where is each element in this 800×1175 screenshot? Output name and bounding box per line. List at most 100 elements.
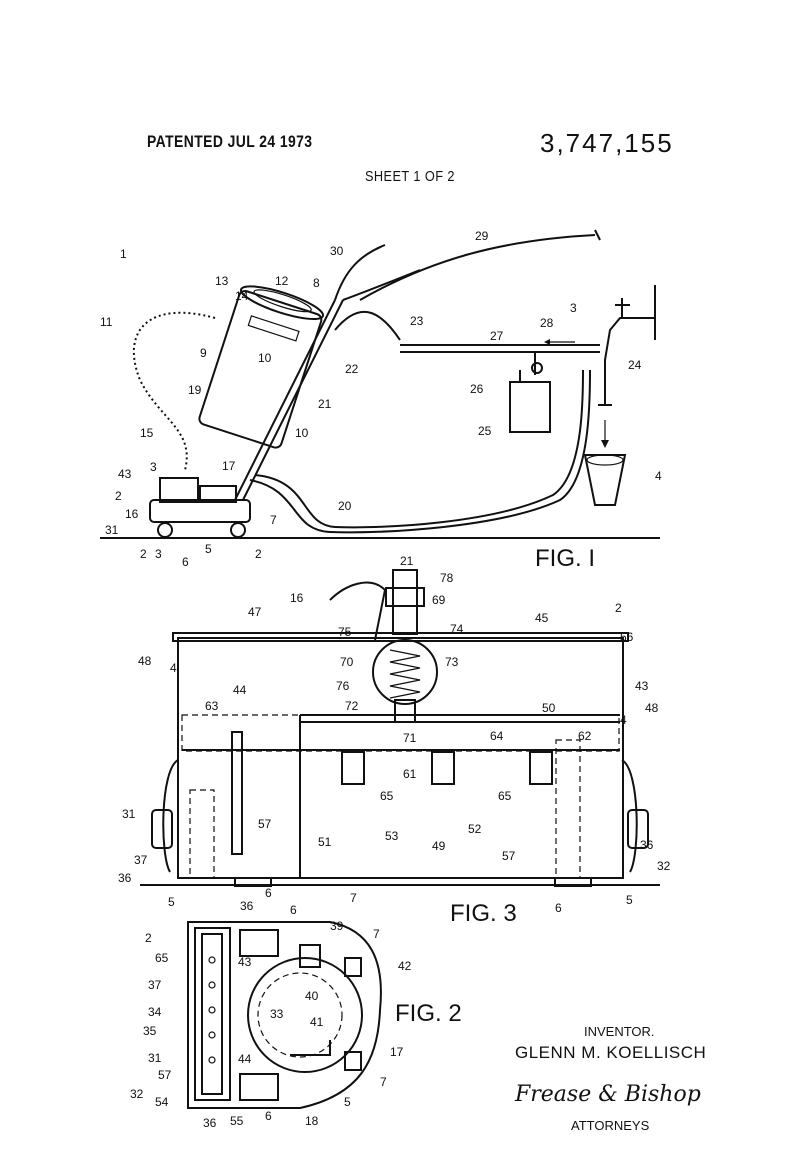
fig2-ref: 18 (305, 1114, 319, 1128)
fig3-ref: 4 (170, 661, 177, 675)
fig3-ref: 69 (432, 593, 446, 607)
fig3-ref: 47 (248, 605, 262, 619)
fig1-ref: 2 (115, 489, 122, 503)
fig1-ref: 9 (200, 346, 207, 360)
fig1-ref: 14 (235, 289, 249, 303)
fig2-ref: 44 (238, 1052, 252, 1066)
fig1-ref: 13 (215, 274, 229, 288)
fig3-ref: 65 (380, 789, 394, 803)
fig2-ref: 31 (148, 1051, 162, 1065)
fig3-ref: 4 (620, 713, 627, 727)
fig2-ref: 32 (130, 1087, 144, 1101)
fig3-ref: 52 (468, 822, 482, 836)
fig3-ref: 57 (502, 849, 516, 863)
fig2-ref: 36 (240, 899, 254, 913)
fig1-ref: 43 (118, 467, 132, 481)
fig3-ref: 21 (400, 554, 414, 568)
fig1-ref: 25 (478, 424, 492, 438)
fig3-label: FIG. 3 (450, 900, 517, 927)
fig3-ref: 57 (258, 817, 272, 831)
fig2-ref: 6 (290, 903, 297, 917)
fig3-ref: 6 (555, 901, 562, 915)
fig2-ref: 41 (310, 1015, 324, 1029)
fig1-ref: 11 (100, 315, 113, 329)
fig3-ref: 16 (290, 591, 304, 605)
attorneys-label: ATTORNEYS (571, 1118, 650, 1133)
fig1-ref: 2 (255, 547, 262, 561)
fig3-ref: 72 (345, 699, 359, 713)
fig1-ref: 24 (628, 358, 642, 372)
fig3-ref: 37 (134, 853, 148, 867)
fig3-ref: 76 (336, 679, 350, 693)
fig1-ref: 1 (120, 247, 127, 261)
fig2-ref: 7 (380, 1075, 387, 1089)
fig1-ref: 30 (330, 244, 344, 258)
fig1-ref: 12 (275, 274, 289, 288)
fig3-drawing: 21 78 16 2 69 47 45 56 75 74 48 70 73 4 … (118, 554, 671, 927)
fig2-ref: 37 (148, 978, 162, 992)
fig1-ref: 26 (470, 382, 484, 396)
sheet-number: SHEET 1 OF 2 (365, 168, 455, 185)
fig2-ref: 55 (230, 1114, 244, 1128)
fig3-ref: 32 (657, 859, 671, 873)
fig1-ref: 5 (205, 542, 212, 556)
fig3-ref: 71 (403, 731, 417, 745)
fig3-ref: 5 (168, 895, 175, 909)
fig2-drawing: 36 6 2 39 7 65 43 42 37 40 34 33 35 41 1… (130, 899, 462, 1130)
fig2-ref: 40 (305, 989, 319, 1003)
fig1-ref: 17 (222, 459, 236, 473)
fig1-ref: 4 (655, 469, 662, 483)
fig1-ref: 15 (140, 426, 154, 440)
fig2-ref: 43 (238, 955, 252, 969)
attorney-signature: Frease & Bishop (515, 1082, 701, 1107)
fig3-ref: 43 (635, 679, 649, 693)
fig2-ref: 35 (143, 1024, 157, 1038)
fig2-ref: 54 (155, 1095, 169, 1109)
fig2-ref: 6 (265, 1109, 272, 1123)
fig3-ref: 44 (233, 683, 247, 697)
fig3-ref: 50 (542, 701, 556, 715)
fig1-ref: 31 (105, 523, 119, 537)
fig1-ref: 21 (318, 397, 332, 411)
fig1-ref: 23 (410, 314, 424, 328)
fig1-ref: 2 (140, 547, 147, 561)
fig3-ref: 61 (403, 767, 417, 781)
fig1-ref: 7 (270, 513, 277, 527)
fig3-ref: 51 (318, 835, 332, 849)
fig1-ref: 8 (313, 276, 320, 290)
fig3-ref: 70 (340, 655, 354, 669)
fig3-ref: 7 (350, 891, 357, 905)
fig2-ref: 34 (148, 1005, 162, 1019)
fig1-ref: 19 (188, 383, 202, 397)
fig1-drawing: 1 13 12 14 11 9 10 8 30 29 3 23 27 28 24… (100, 229, 662, 572)
fig3-ref: 64 (490, 729, 504, 743)
patent-number: 3,747,155 (540, 128, 674, 158)
fig2-ref: 36 (203, 1116, 217, 1130)
fig1-ref: 6 (182, 555, 189, 569)
fig2-ref: 33 (270, 1007, 284, 1021)
fig2-ref: 39 (330, 919, 344, 933)
fig2-ref: 7 (373, 927, 380, 941)
fig2-label: FIG. 2 (395, 1000, 462, 1027)
fig3-ref: 49 (432, 839, 446, 853)
fig1-ref: 29 (475, 229, 489, 243)
fig1-ref: 28 (540, 316, 554, 330)
fig3-ref: 45 (535, 611, 549, 625)
fig3-ref: 65 (498, 789, 512, 803)
fig1-ref: 3 (570, 301, 577, 315)
fig1-ref: 10 (295, 426, 309, 440)
fig3-ref: 62 (578, 729, 592, 743)
fig2-ref: 5 (344, 1095, 351, 1109)
fig3-ref: 53 (385, 829, 399, 843)
inventor-name: GLENN M. KOELLISCH (515, 1043, 707, 1062)
fig3-ref: 2 (615, 601, 622, 615)
fig3-ref: 6 (265, 886, 272, 900)
fig1-ref: 16 (125, 507, 139, 521)
fig1-ref: 27 (490, 329, 504, 343)
fig2-ref: 2 (145, 931, 152, 945)
fig1-ref: 22 (345, 362, 359, 376)
fig3-ref: 48 (645, 701, 659, 715)
fig3-ref: 74 (450, 622, 464, 636)
fig3-ref: 75 (338, 625, 352, 639)
fig1-ref: 10 (258, 351, 272, 365)
